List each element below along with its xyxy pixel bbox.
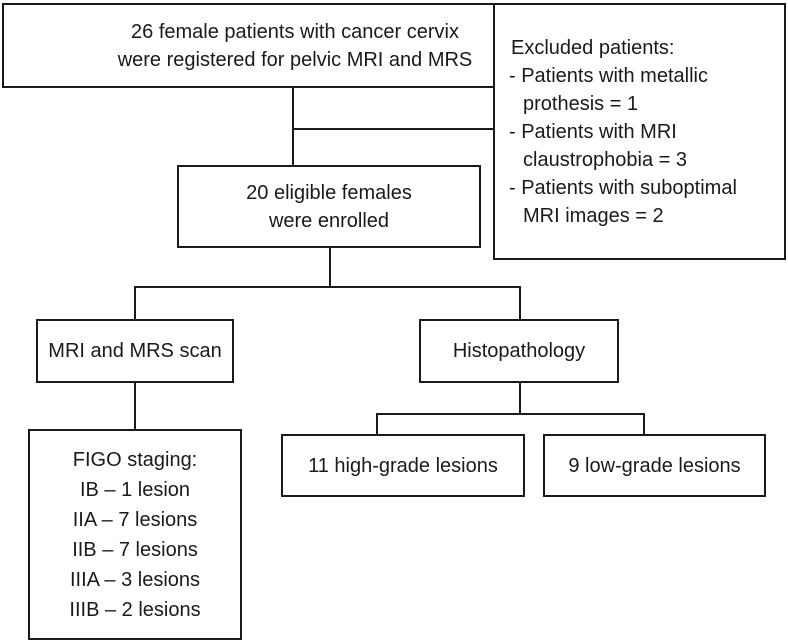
- figo-iiia: IIIA – 3 lesions: [69, 568, 201, 591]
- figo-staging-box: FIGO staging: IB – 1 lesion IIA – 7 lesi…: [28, 429, 242, 640]
- figo-iiib: IIIB – 2 lesions: [69, 598, 201, 621]
- mri-mrs-scan-box: MRI and MRS scan: [36, 319, 234, 383]
- connector-histopathology-down: [519, 382, 521, 414]
- excluded-title: Excluded patients:: [511, 36, 675, 59]
- enrolled-females-box: 20 eligible females were enrolled: [177, 165, 481, 248]
- connector-registered-to-enrolled: [292, 88, 294, 166]
- low-grade-lesions-box: 9 low-grade lesions: [543, 434, 766, 497]
- connector-to-scan: [134, 286, 136, 320]
- figo-iia: IIA – 7 lesions: [72, 508, 198, 531]
- scan-label: MRI and MRS scan: [48, 340, 222, 362]
- connector-grade-split: [376, 413, 645, 415]
- connector-split-horizontal: [134, 286, 521, 288]
- excluded-item-suboptimal: - Patients with suboptimal MRI images = …: [509, 176, 737, 227]
- excluded-item-claustrophobia: - Patients with MRI claustrophobia = 3: [509, 120, 688, 171]
- connector-to-histopathology: [519, 286, 521, 320]
- figo-title: FIGO staging:: [72, 448, 198, 471]
- histopathology-box: Histopathology: [419, 319, 619, 383]
- high-grade-lesions-box: 11 high-grade lesions: [281, 434, 525, 497]
- connector-to-low-grade: [643, 413, 645, 435]
- histopathology-label: Histopathology: [452, 340, 586, 362]
- low-grade-label: 9 low-grade lesions: [568, 454, 741, 477]
- registered-patients-box: 26 female patients with cancer cervix we…: [2, 3, 588, 88]
- connector-scan-to-figo: [134, 382, 136, 430]
- connector-to-high-grade: [376, 413, 378, 435]
- registered-line-2: were registered for pelvic MRI and MRS: [117, 48, 473, 71]
- excluded-patients-box: Excluded patients: - Patients with metal…: [493, 3, 786, 260]
- registered-line-1: 26 female patients with cancer cervix: [131, 20, 459, 43]
- figo-iib: IIB – 7 lesions: [72, 538, 198, 561]
- excluded-item-metallic: - Patients with metallic prothesis = 1: [509, 64, 708, 115]
- enrolled-line-1: 20 eligible females: [246, 181, 412, 204]
- connector-enrolled-down: [329, 247, 331, 287]
- enrolled-line-2: were enrolled: [268, 209, 390, 232]
- connector-to-excluded: [292, 128, 494, 130]
- high-grade-label: 11 high-grade lesions: [308, 454, 498, 477]
- figo-ib: IB – 1 lesion: [79, 478, 191, 501]
